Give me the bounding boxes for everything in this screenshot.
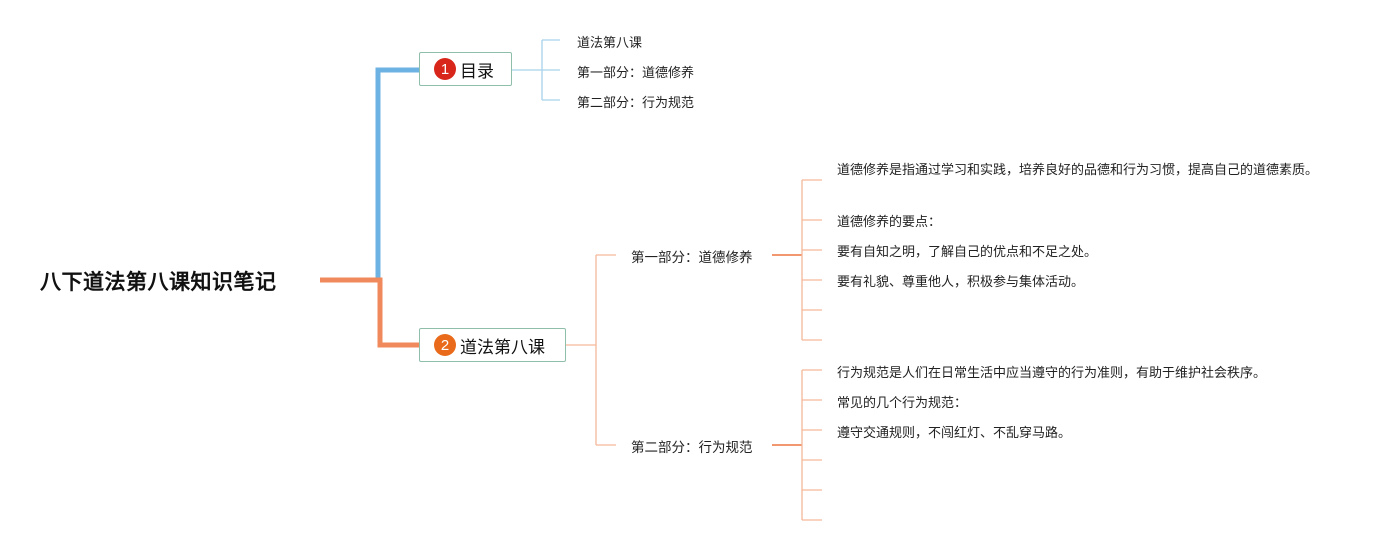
- toc-item[interactable]: 第一部分：道德修养: [577, 66, 695, 81]
- branch-lesson[interactable]: 2 道法第八课: [419, 328, 566, 362]
- note-item[interactable]: 要有礼貌、尊重他人，积极参与集体活动。: [837, 275, 1085, 290]
- branch-label: 道法第八课: [460, 337, 545, 358]
- number-badge-2: 2: [434, 334, 456, 356]
- section2-bracket: [801, 369, 822, 521]
- root-title[interactable]: 八下道法第八课知识笔记: [40, 270, 277, 294]
- branch-toc[interactable]: 1 目录: [419, 52, 512, 86]
- root-to-toc-connector: [375, 67, 420, 280]
- section1-bracket: [801, 179, 822, 341]
- note-item[interactable]: 道德修养是指通过学习和实践，培养良好的品德和行为习惯，提高自己的道德素质。: [837, 163, 1319, 178]
- number-badge-1: 1: [434, 58, 456, 80]
- note-item[interactable]: 要有自知之明，了解自己的优点和不足之处。: [837, 245, 1098, 260]
- branch-label: 目录: [460, 61, 494, 82]
- toc-bracket: [512, 39, 560, 101]
- section-behavior-norms[interactable]: 第二部分：行为规范: [631, 440, 753, 456]
- toc-item[interactable]: 道法第八课: [577, 36, 643, 51]
- section-moral-cultivation[interactable]: 第一部分：道德修养: [631, 250, 753, 266]
- note-item[interactable]: 行为规范是人们在日常生活中应当遵守的行为准则，有助于维护社会秩序。: [837, 366, 1267, 381]
- lesson-bracket: [566, 254, 616, 446]
- toc-item[interactable]: 第二部分：行为规范: [577, 96, 695, 111]
- note-item[interactable]: 常见的几个行为规范：: [837, 396, 968, 411]
- note-item[interactable]: 道德修养的要点：: [837, 215, 942, 230]
- root-to-lesson-connector: [320, 277, 420, 348]
- note-item[interactable]: 遵守交通规则，不闯红灯、不乱穿马路。: [837, 426, 1072, 441]
